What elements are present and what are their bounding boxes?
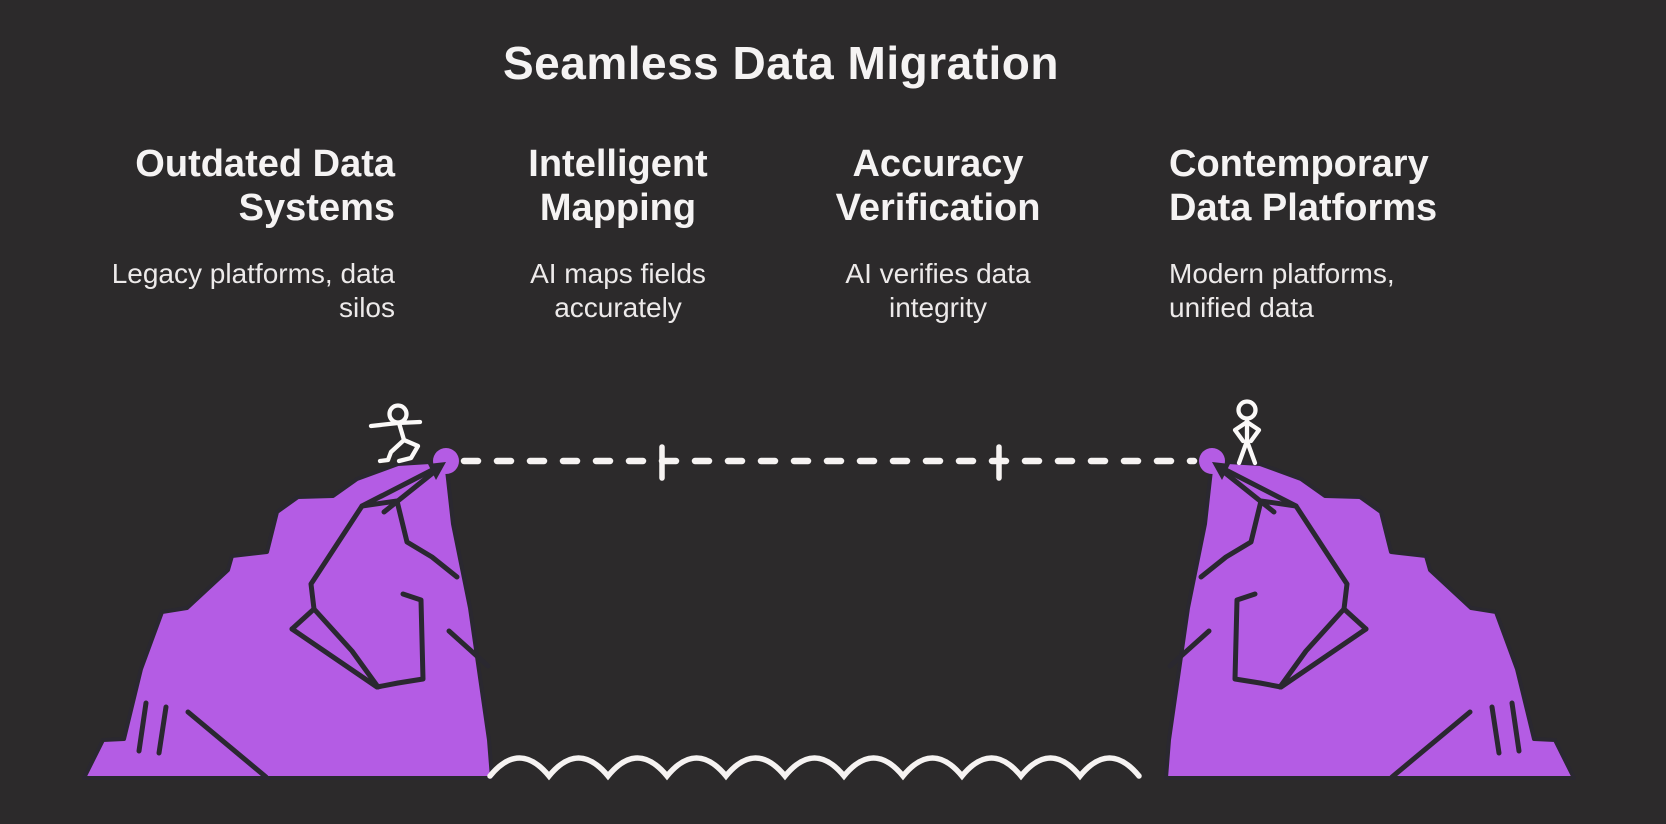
stage-title-line: Systems [238,187,395,230]
page-title: Seamless Data Migration [502,37,1060,89]
stage-subtitle: AI maps fields accurately [468,257,768,325]
stage-title-line: Outdated Data [135,143,395,185]
stage-subtitle-line: AI maps fields [530,257,706,289]
stage-subtitle-line: accurately [554,292,682,324]
stage-subtitle-line: Modern platforms, [1169,257,1395,289]
stage-contemporary-data-platforms: Contemporary Data Platforms Modern platf… [1169,142,1489,325]
stage-intelligent-mapping: Intelligent Mapping AI maps fields accur… [468,142,768,325]
stage-title-line: Data Platforms [1169,187,1438,230]
right-cliff [1166,461,1574,778]
stage-title: Outdated Data Systems [60,142,395,231]
wave-water-line [487,755,1142,781]
stage-subtitle: AI verifies data integrity [788,257,1088,325]
stage-subtitle-line: integrity [888,292,988,324]
stage-title-line: Verification [835,187,1041,230]
walker-stick-figure [368,403,423,464]
stage-title: Accuracy Verification [788,142,1088,231]
stage-title-line: Accuracy [852,143,1024,185]
stage-subtitle-line: unified data [1169,292,1314,324]
stage-title-line: Intelligent [528,143,708,185]
stage-title: Intelligent Mapping [468,142,768,231]
stage-title: Contemporary Data Platforms [1169,142,1489,231]
left-cliff [84,461,492,778]
stage-title-line: Contemporary [1169,143,1429,185]
stage-subtitle-line: AI verifies data [845,257,1031,289]
stage-outdated-data-systems: Outdated Data Systems Legacy platforms, … [60,142,395,325]
stage-accuracy-verification: Accuracy Verification AI verifies data i… [788,142,1088,325]
stage-subtitle: Legacy platforms, data silos [60,257,395,325]
stage-title-line: Mapping [539,187,697,230]
standing-stick-figure [1232,399,1262,466]
stage-subtitle: Modern platforms, unified data [1169,257,1489,325]
stage-subtitle-line: Legacy platforms, data [111,257,395,289]
stage-subtitle-line: silos [338,292,395,324]
tightrope-dashed-line [460,444,1198,481]
